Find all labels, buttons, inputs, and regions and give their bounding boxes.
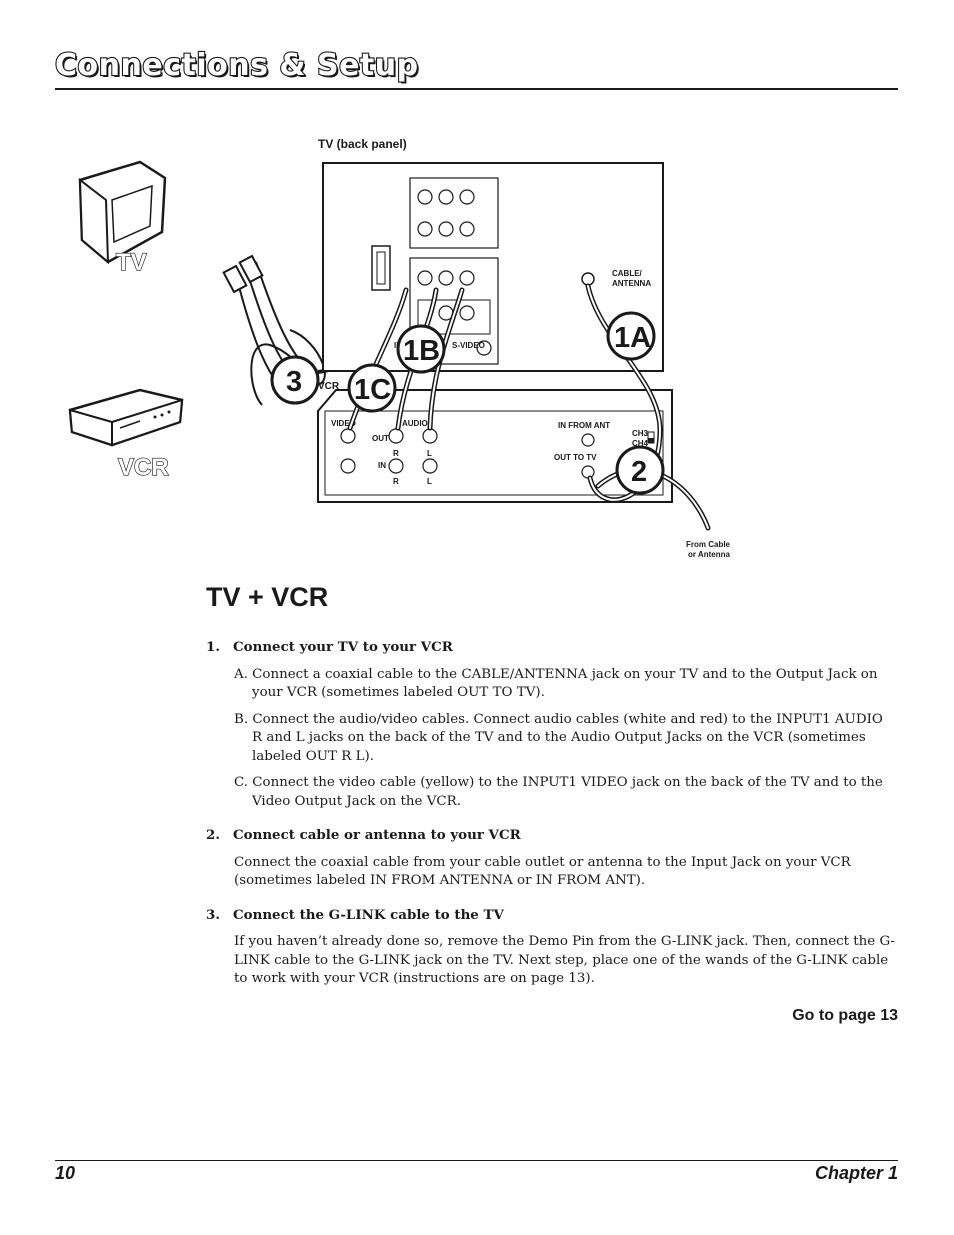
from-cable-label-1: From Cable xyxy=(686,540,731,549)
step-3-heading: Connect the G-LINK cable to the TV xyxy=(233,906,504,923)
step-2: 2. Connect cable or antenna to your VCR C… xyxy=(206,826,896,891)
callout-2-label: 2 xyxy=(631,456,647,488)
vcr-panel-label: VCR xyxy=(318,381,340,392)
step-1-sub-c: C. Connect the video cable (yellow) to t… xyxy=(234,775,883,809)
vcr-audio-label: AUDIO xyxy=(402,419,428,428)
step-2-number: 2. xyxy=(206,827,220,843)
step-1: 1. Connect your TV to your VCR A. Connect… xyxy=(206,638,896,811)
callout-3: 3 xyxy=(270,355,320,405)
step-1-number: 1. xyxy=(206,639,220,655)
callout-1a: 1A xyxy=(606,311,656,361)
callout-1c: 1C xyxy=(347,363,397,413)
vcr-out-l-label: L xyxy=(427,449,432,458)
vcr-in-l-label: L xyxy=(427,477,432,486)
from-cable-label-2: or Antenna xyxy=(688,550,730,559)
page-number: 10 xyxy=(55,1163,76,1183)
connection-diagram: TV VCR TV (back panel) xyxy=(68,137,731,559)
callout-3-label: 3 xyxy=(286,366,302,398)
cable-antenna-label-1: CABLE/ xyxy=(612,269,643,278)
callout-1c-label: 1C xyxy=(354,374,391,406)
vcr-out-label: OUT xyxy=(372,434,389,443)
cable-antenna-label-2: ANTENNA xyxy=(612,279,651,288)
vcr-video-label: VIDEO xyxy=(331,419,356,428)
vcr-in-label: IN xyxy=(378,461,386,470)
instructions: 1. Connect your TV to your VCR A. Connect… xyxy=(206,638,896,1004)
tv-device-icon: TV xyxy=(78,160,167,277)
tv-icon-label: TV xyxy=(116,249,147,276)
callout-1b-label: 1B xyxy=(403,335,440,367)
step-1-sub-a: A. Connect a coaxial cable to the CABLE/… xyxy=(234,666,878,701)
vcr-back-panel: VIDEO AUDIO OUT IN R L R L IN FROM ANT O… xyxy=(317,389,673,503)
page-title: Connections & Setup xyxy=(54,47,419,84)
vcr-icon-label: VCR xyxy=(118,454,169,481)
chapter-label: Chapter 1 xyxy=(814,1163,898,1183)
callout-1a-label: 1A xyxy=(614,322,651,354)
callout-1b: 1B xyxy=(396,324,446,374)
vcr-in-r-label: R xyxy=(393,477,399,486)
callout-2: 2 xyxy=(615,445,665,495)
vcr-out-r-label: R xyxy=(393,449,399,458)
tv-back-panel: IN S-VIDEO CABLE/ ANTENNA xyxy=(322,162,664,372)
ch3-label: CH3 xyxy=(632,429,649,438)
tv-panel-label: TV (back panel) xyxy=(318,137,407,151)
go-to-page-link[interactable]: Go to page 13 xyxy=(792,1007,898,1024)
step-2-text: Connect the coaxial cable from your cabl… xyxy=(234,854,851,889)
header-rule xyxy=(55,88,898,90)
step-1-sub-b: B. Connect the audio/video cables. Conne… xyxy=(234,711,883,764)
svideo-label: S-VIDEO xyxy=(452,341,485,350)
step-3-number: 3. xyxy=(206,906,220,923)
step-3: 3. Connect the G-LINK cable to the TV If … xyxy=(206,906,896,989)
step-3-text: If you haven’t already done so, remove t… xyxy=(234,934,895,986)
out-to-tv-label: OUT TO TV xyxy=(554,453,597,462)
step-2-heading: Connect cable or antenna to your VCR xyxy=(233,827,521,843)
section-title: TV + VCR xyxy=(206,582,329,612)
step-1-heading: Connect your TV to your VCR xyxy=(233,639,453,655)
ch4-label: CH4 xyxy=(632,439,649,448)
vcr-device-icon: VCR xyxy=(68,388,184,482)
footer-rule xyxy=(55,1160,898,1161)
in-from-ant-label: IN FROM ANT xyxy=(558,421,610,430)
